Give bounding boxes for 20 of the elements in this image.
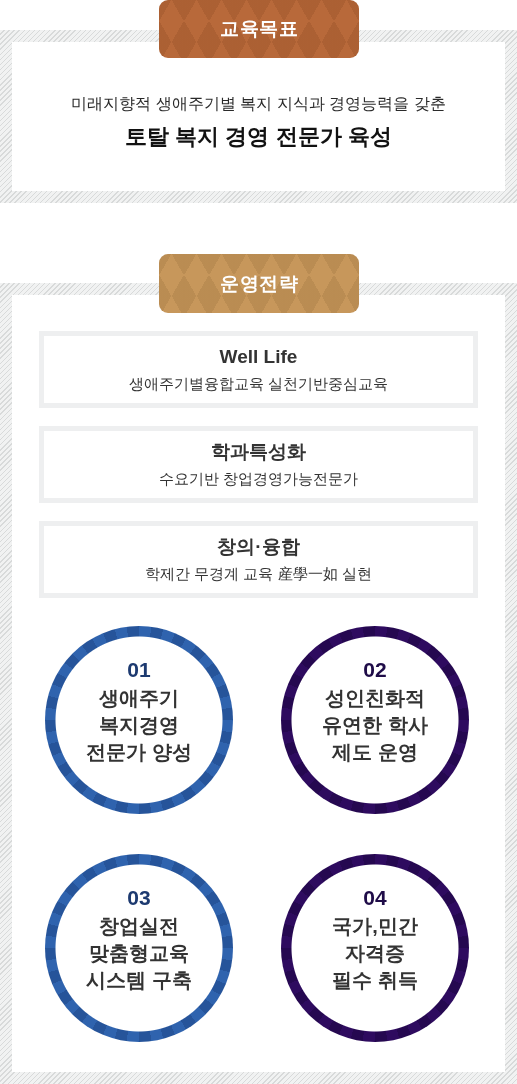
step-number: 03	[127, 886, 151, 910]
strategy-description: 학제간 무경계 교육 産學一如 실현	[145, 564, 372, 584]
strategy-title: 학과특성화	[211, 440, 306, 464]
strategy-description: 수요기반 창업경영가능전문가	[158, 469, 359, 489]
section-heading-tab	[159, 254, 359, 313]
step-number: 01	[127, 658, 151, 682]
section-heading: 교육목표	[220, 17, 298, 41]
strategy-description: 생애주기별융합교육 실천기반중심교육	[128, 374, 389, 394]
section-heading: 운영전략	[220, 271, 298, 296]
step-number: 04	[363, 886, 387, 910]
goal-statement: 미래지향적 생애주기별 복지 지식과 경영능력을 갖춘	[71, 94, 446, 114]
step-description: 국가,민간 자격증 필수 취득	[331, 914, 419, 993]
strategy-title: 창의·융합	[217, 535, 300, 559]
section-heading-tab	[159, 0, 359, 58]
goal-headline: 토탈 복지 경영 전문가 육성	[125, 123, 392, 151]
step-description: 성인친화적 유연한 학사 제도 운영	[321, 686, 429, 765]
step-number: 02	[363, 658, 387, 682]
step-description: 생애주기 복지경영 전문가 양성	[85, 686, 193, 765]
strategy-title: Well Life	[219, 345, 298, 369]
step-description: 창업실전 맞춤형교육 시스템 구축	[85, 914, 193, 993]
